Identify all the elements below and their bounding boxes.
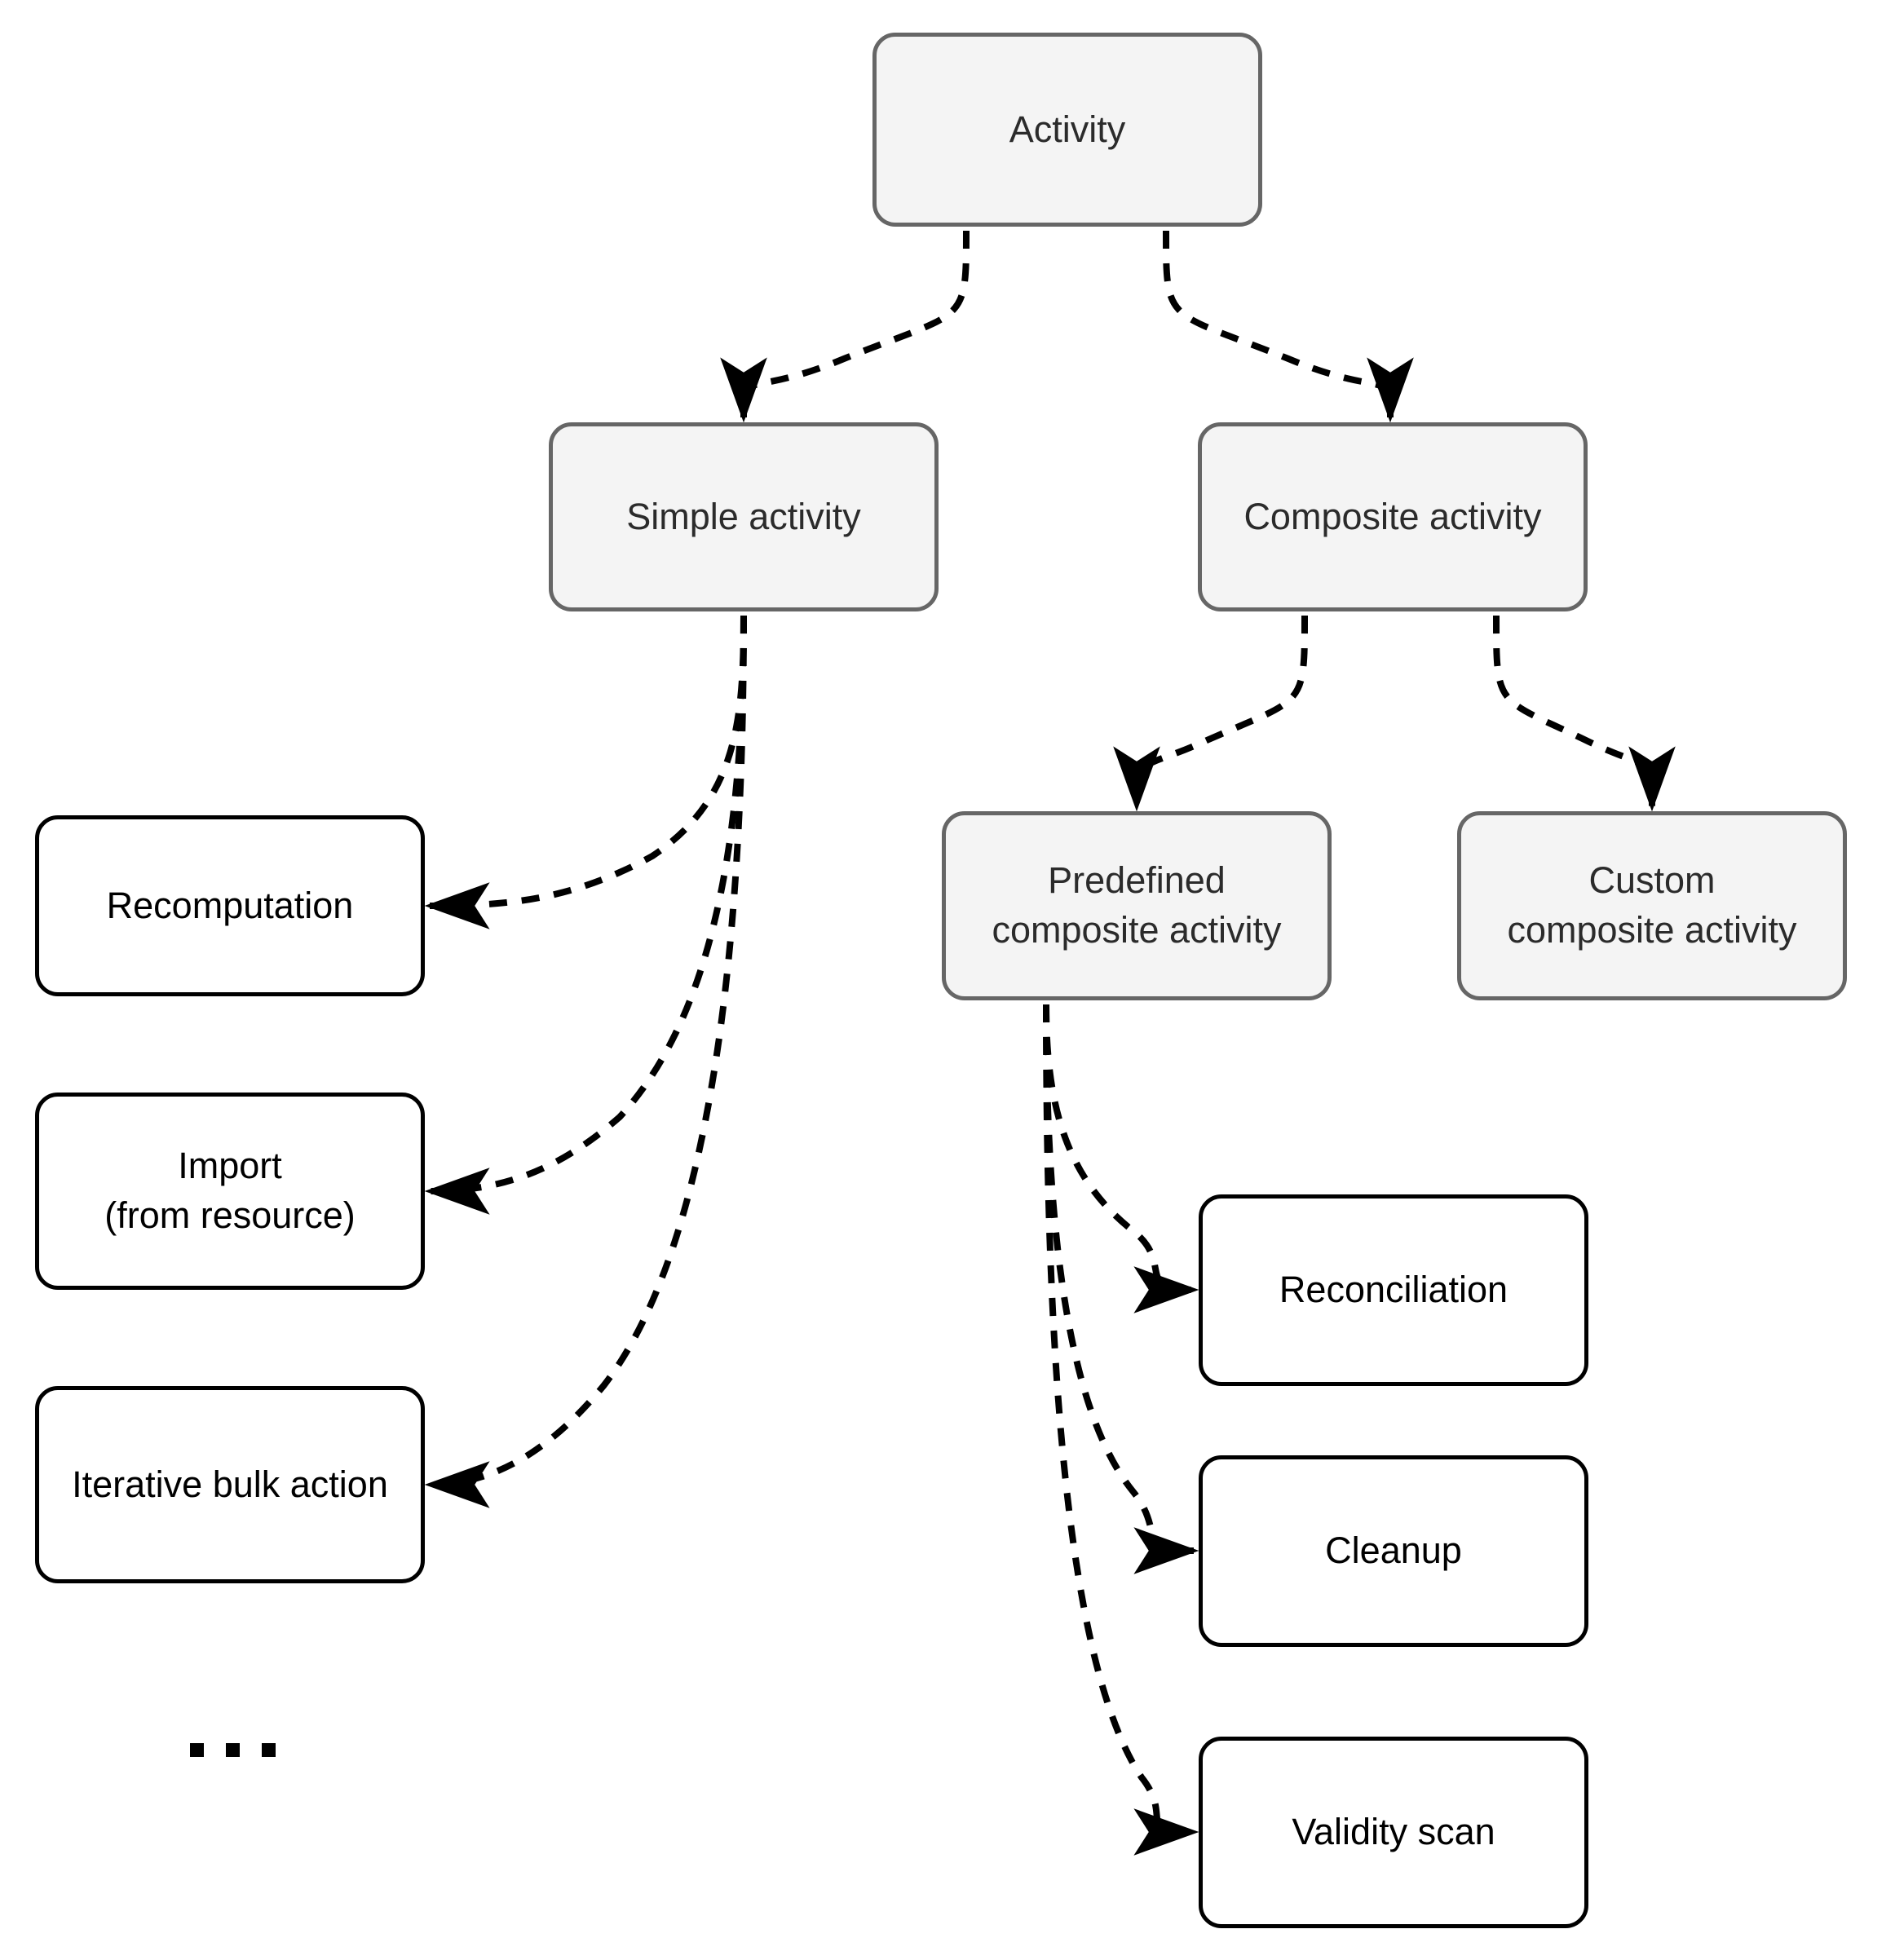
e-activity-composite <box>1163 230 1414 423</box>
node-reconciliation[interactable]: Reconciliation <box>1199 1194 1588 1386</box>
e-composite-predefined <box>1113 615 1308 812</box>
node-predefined[interactable]: Predefined composite activity <box>942 811 1332 1000</box>
node-cleanup[interactable]: Cleanup <box>1199 1455 1588 1647</box>
node-simple[interactable]: Simple activity <box>549 422 939 611</box>
node-activity[interactable]: Activity <box>872 33 1262 227</box>
e-predefined-cleanup <box>1043 1004 1199 1574</box>
e-composite-custom <box>1493 615 1676 812</box>
e-predefined-reconciliation <box>1043 1004 1199 1313</box>
node-validity[interactable]: Validity scan <box>1199 1737 1588 1928</box>
ellipsis-dot <box>262 1743 276 1757</box>
e-activity-simple <box>720 230 970 423</box>
e-simple-iterative <box>424 615 747 1508</box>
ellipsis-more-indicator <box>190 1743 276 1757</box>
node-recomputation[interactable]: Recomputation <box>35 815 425 996</box>
node-import[interactable]: Import (from resource) <box>35 1093 425 1290</box>
node-composite[interactable]: Composite activity <box>1198 422 1588 611</box>
e-simple-recomputation <box>424 615 747 929</box>
node-custom[interactable]: Custom composite activity <box>1457 811 1847 1000</box>
e-simple-import <box>424 615 747 1215</box>
e-predefined-validity <box>1043 1004 1199 1856</box>
node-iterative[interactable]: Iterative bulk action <box>35 1386 425 1583</box>
ellipsis-dot <box>226 1743 240 1757</box>
ellipsis-dot <box>190 1743 204 1757</box>
